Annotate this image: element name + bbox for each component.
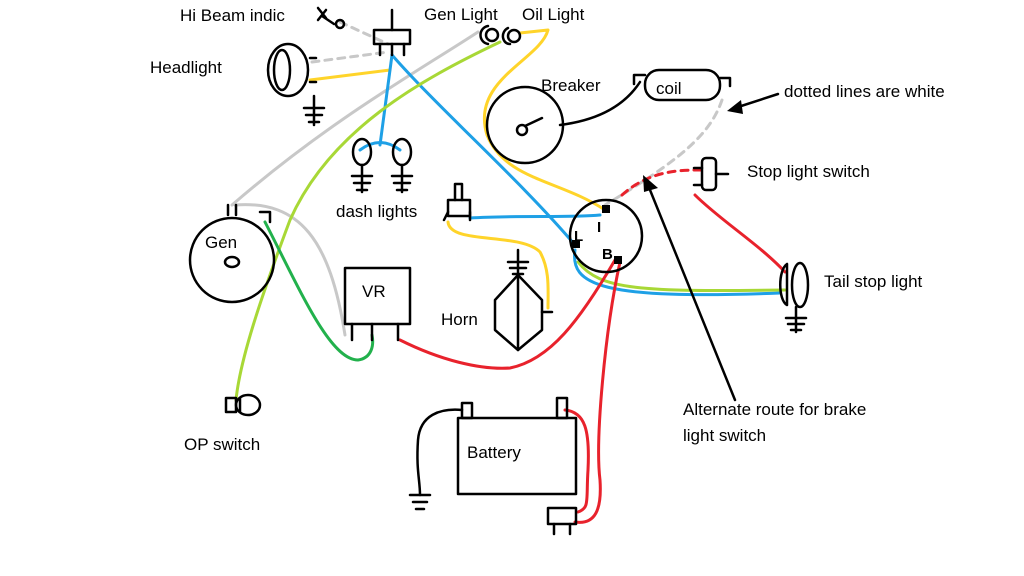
dash-light-left: [350, 137, 374, 194]
annotation-arrow-dotted-note: [733, 92, 780, 110]
label-alternate-route-line1: Alternate route for brake: [683, 400, 866, 419]
wire-hibeam-dotted: [338, 20, 390, 46]
label-coil: coil: [656, 79, 682, 98]
gen-light-bulb: [479, 24, 500, 46]
label-hi-beam-indic: Hi Beam indic: [180, 6, 285, 25]
hi-beam-indicator: [316, 6, 346, 30]
battery: [456, 396, 578, 496]
label-dotted-note: dotted lines are white: [784, 82, 945, 101]
label-alternate-route-line2: light switch: [683, 426, 766, 445]
wire-headlight-yellow: [308, 68, 392, 82]
wire-gen-white-top: [230, 30, 480, 207]
fuse-holder: [546, 506, 578, 536]
wire-blue-main: [390, 53, 577, 247]
breaker: [485, 85, 565, 165]
wire-headlight-dotted: [310, 50, 390, 64]
wire-red-bat-pos: [563, 408, 590, 514]
op-switch: [224, 393, 262, 417]
annotation-arrow-alt-route: [646, 183, 737, 402]
generator: [188, 203, 276, 304]
voltage-regulator: [343, 266, 412, 342]
label-horn: Horn: [441, 310, 478, 329]
label-oil-light: Oil Light: [522, 5, 585, 24]
label-terminal-l: L: [574, 228, 583, 245]
wire-horn-yellow: [446, 220, 550, 310]
dimmer-switch: [372, 8, 412, 57]
tail-stop-light: [779, 261, 810, 334]
wire-blue-dash: [378, 53, 394, 147]
wire-red-stop-dotted: [620, 168, 705, 197]
wire-coil-dotted: [603, 98, 724, 207]
label-vr: VR: [362, 282, 386, 301]
battery-ground: [408, 493, 432, 511]
label-op-switch: OP switch: [184, 435, 260, 454]
annotation-arrowhead-dotted-note: [727, 100, 743, 114]
wire-red-stop-tail: [693, 193, 787, 274]
label-tail-stop-light: Tail stop light: [824, 272, 923, 291]
wire-blue-stop: [468, 213, 602, 220]
stop-light-switch: [692, 156, 730, 192]
wire-gen-to-vr: [263, 220, 375, 362]
wire-oil-yellow: [483, 28, 607, 212]
wire-green-genlight: [234, 40, 502, 402]
dash-light-right: [390, 137, 414, 194]
oil-light-bulb: [501, 26, 522, 46]
wire-blue-tail: [573, 248, 782, 297]
label-battery: Battery: [467, 443, 521, 462]
label-dash-lights: dash lights: [336, 202, 417, 221]
label-gen: Gen: [205, 233, 237, 252]
label-terminal-i: I: [597, 219, 601, 236]
wire-breaker-coil: [558, 80, 642, 127]
headlight: [266, 42, 326, 127]
ignition-switch: [568, 198, 644, 274]
wire-battery-ground: [416, 408, 464, 497]
ignition-coil: [632, 68, 732, 102]
label-gen-light: Gen Light: [424, 5, 498, 24]
horn: [493, 248, 554, 352]
horn-button: [442, 182, 472, 222]
annotation-arrowhead-alt-route: [643, 175, 658, 192]
wire-red-battery: [573, 260, 622, 524]
wire-green-tail: [576, 260, 787, 293]
label-headlight: Headlight: [150, 58, 222, 77]
wire-blue-dash-split: [358, 141, 402, 152]
wire-red-vr-ign: [398, 258, 617, 370]
label-terminal-b: B: [602, 246, 613, 263]
wire-gen-white-loop: [233, 203, 347, 337]
label-stop-light-switch: Stop light switch: [747, 162, 870, 181]
label-breaker: Breaker: [541, 76, 601, 95]
